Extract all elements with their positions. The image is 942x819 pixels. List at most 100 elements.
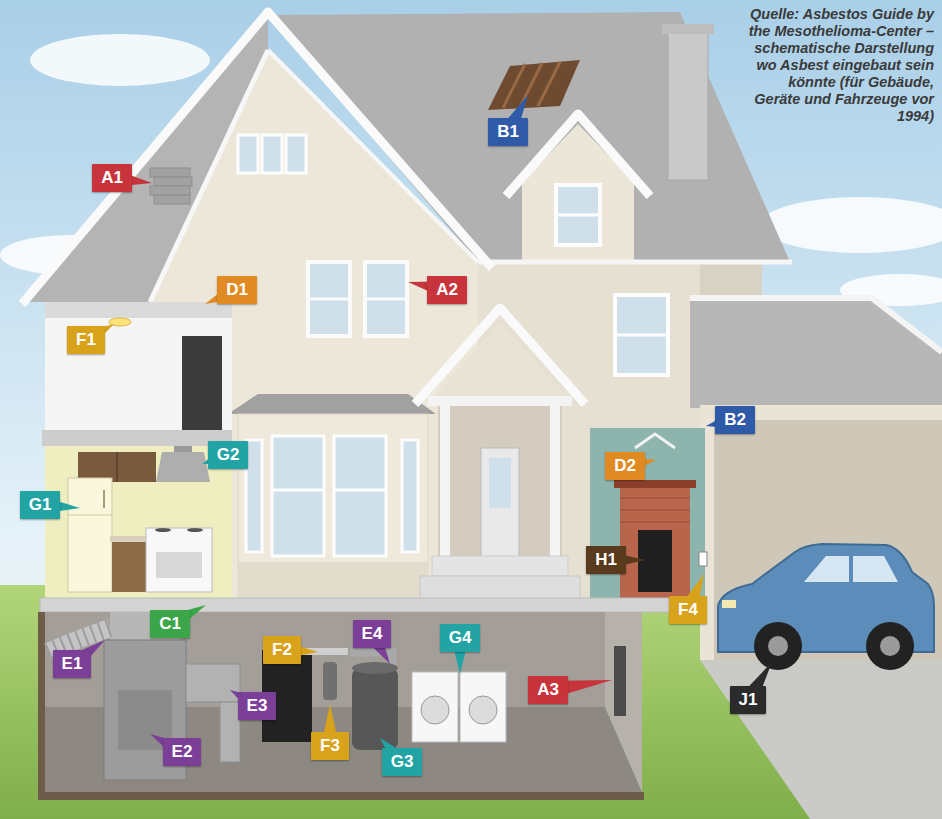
- kitchen-cutaway: [116, 452, 118, 482]
- driveway: [700, 650, 942, 819]
- carport: [690, 298, 942, 660]
- porch: [415, 308, 585, 600]
- dormer: [522, 124, 634, 262]
- porch: [415, 308, 585, 404]
- callout-tag: A3: [528, 676, 568, 704]
- roof-shingle-patch: [488, 60, 580, 110]
- source-caption: Quelle: Asbestos Guide by the Mesothelio…: [742, 6, 934, 125]
- callout-tag: J1: [730, 686, 767, 714]
- callout-label: B1: [497, 122, 519, 142]
- callout-label: H1: [595, 550, 617, 570]
- living-room-cutaway: [620, 486, 690, 598]
- callout-label: E2: [172, 742, 193, 762]
- water-heater: [352, 662, 398, 674]
- left-roof: [154, 195, 190, 204]
- upper-windows: [365, 298, 407, 301]
- callout-tag: F2: [263, 636, 301, 664]
- kitchen-cutaway: [156, 452, 210, 482]
- attic-windows: [238, 135, 306, 173]
- washer-dryer: [412, 672, 458, 742]
- attic-cutaway: [45, 302, 232, 430]
- kitchen-cutaway: [45, 446, 232, 598]
- gable-wall: [22, 12, 492, 600]
- carport: [690, 298, 942, 352]
- car: [804, 556, 898, 582]
- carport: [714, 420, 942, 660]
- kitchen-cutaway: [187, 528, 203, 532]
- porch: [420, 576, 580, 600]
- callout-label: D2: [614, 456, 636, 476]
- callout-label: G2: [217, 445, 240, 465]
- attic-windows: [262, 135, 282, 173]
- upper-windows: [308, 262, 407, 336]
- callout-label: F4: [678, 600, 698, 620]
- callout-tag: F1: [67, 326, 105, 354]
- porch: [440, 406, 450, 556]
- bay-window: [238, 562, 428, 600]
- callout-label: E4: [362, 624, 383, 644]
- porch: [432, 556, 568, 576]
- callout-label: A2: [436, 280, 458, 300]
- kitchen-cutaway: [103, 490, 105, 508]
- car: [768, 636, 788, 656]
- callout-tag: E3: [238, 692, 277, 720]
- car: [866, 622, 914, 670]
- water-heater: [352, 668, 398, 750]
- basement: [38, 612, 644, 800]
- kitchen-cutaway: [45, 446, 232, 598]
- kitchen-cutaway: [146, 528, 212, 592]
- living-room-cutaway: [699, 552, 707, 566]
- callout-tag: E4: [353, 620, 392, 648]
- callout-label: J1: [739, 690, 758, 710]
- floor-slab: [40, 598, 705, 612]
- washer-dryer: [412, 672, 506, 742]
- callout-tag: A1: [92, 164, 132, 192]
- callout-label: B2: [724, 410, 746, 430]
- living-room-cutaway: [620, 498, 690, 499]
- bay-window: [272, 436, 324, 556]
- roof-shingle-patch: [520, 63, 542, 107]
- bay-window: [272, 489, 324, 492]
- attic-cutaway: [42, 302, 232, 446]
- clouds: [760, 197, 942, 253]
- callout-label: D1: [226, 280, 248, 300]
- upper-windows: [308, 262, 350, 336]
- basement: [38, 792, 644, 800]
- porch: [489, 458, 511, 508]
- washer-dryer: [469, 696, 497, 724]
- bay-window: [238, 414, 428, 600]
- car: [718, 544, 934, 670]
- flex-duct: [48, 628, 110, 652]
- callout-label: A1: [101, 168, 123, 188]
- callout-label: F1: [76, 330, 96, 350]
- floor-slab: [40, 598, 705, 612]
- flex-duct: [48, 628, 110, 652]
- kitchen-cutaway: [68, 478, 112, 592]
- callout-tag: G2: [208, 441, 249, 469]
- attic-windows: [286, 135, 306, 173]
- attic-cutaway: [182, 336, 222, 430]
- callout-label: E3: [247, 696, 268, 716]
- callout-tag: G4: [440, 624, 481, 652]
- kitchen-cutaway: [112, 540, 146, 592]
- upper-windows: [308, 298, 350, 301]
- carport: [690, 298, 942, 408]
- roof-shingle-patch: [538, 62, 560, 106]
- bay-window: [334, 436, 386, 556]
- callout-tag: G1: [20, 491, 61, 519]
- washer-dryer: [421, 696, 449, 724]
- kitchen-cutaway: [110, 536, 148, 542]
- dormer: [556, 185, 600, 245]
- basement: [605, 612, 642, 792]
- bay-window: [334, 489, 386, 492]
- water-heater: [352, 662, 398, 750]
- kitchen-cutaway: [68, 515, 112, 516]
- attic-cutaway: [42, 430, 232, 446]
- pipe-fitting: [323, 662, 337, 700]
- callout-tag: E2: [163, 738, 202, 766]
- callout-label: F2: [272, 640, 292, 660]
